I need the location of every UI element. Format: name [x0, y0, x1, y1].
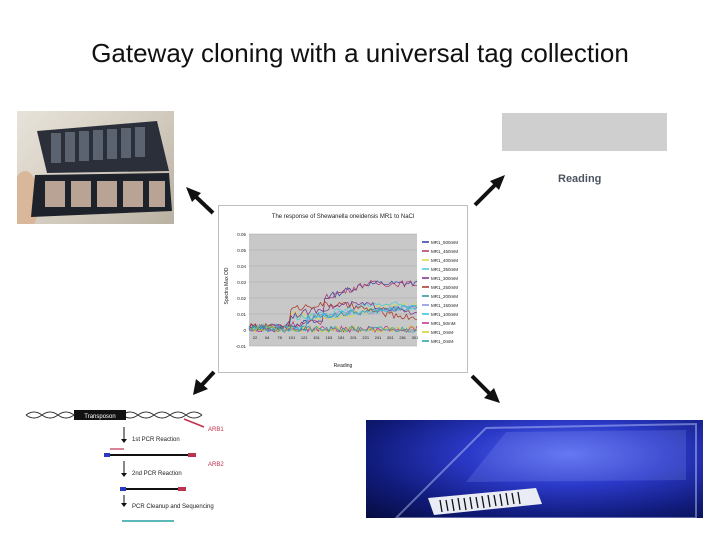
series-line [248, 301, 418, 331]
x-tick-label: 78 [277, 335, 282, 340]
legend-entry: MR1_50mM [431, 321, 456, 326]
protocol-diagram: Transposon ARB1 1st PCR Reaction ARB2 2n… [24, 405, 264, 527]
slide-title: Gateway cloning with a universal tag col… [91, 38, 629, 68]
legend-entry: MR1_0mM· [431, 339, 455, 344]
legend-entry: MR1_450mM [431, 249, 458, 254]
x-ticks: 22 64 78 101 121 151 163 181 201 221 241 261 281 301 [253, 335, 419, 340]
legend-entry: MR1_0mM· [431, 330, 455, 335]
x-tick-label: 163 [326, 335, 333, 340]
y-tick-label: 0.03 [237, 280, 246, 285]
gel-tray-photo [17, 111, 174, 224]
reading-label: Reading [558, 173, 602, 185]
legend-entry: MR1_400mM [431, 258, 458, 263]
chart-title: The response of Shewanella oneidensis MR… [272, 214, 414, 220]
y-tick-label: 0.06 [237, 232, 246, 237]
legend-entry: MR1_350mM [431, 267, 458, 272]
transposon-block [74, 410, 126, 420]
chart-xlabel: Reading [334, 363, 353, 369]
legend-entry: MR1_500mM [431, 240, 458, 245]
x-tick-label: 201 [350, 335, 357, 340]
gel-tray-illustration [17, 121, 172, 224]
series-line [248, 300, 418, 331]
y-tick-label: 0.04 [237, 264, 246, 269]
barcode [428, 488, 542, 515]
legend-entry: MR1_150mM [431, 303, 458, 308]
od-response-chart: The response of Shewanella oneidensis MR… [218, 205, 468, 373]
step3-label: PCR Cleanup and Sequencing [132, 504, 214, 510]
y-tick-label: -0.01 [236, 344, 247, 349]
step2-label: 2nd PCR Reaction [132, 471, 182, 477]
arrow-down-left [193, 370, 216, 395]
x-tick-label: 241 [375, 335, 382, 340]
reading-header-band [502, 113, 667, 151]
series-line [248, 280, 418, 331]
y-tick-label: 0.05 [237, 248, 246, 253]
x-tick-label: 221 [362, 335, 369, 340]
arrow-up-left [186, 187, 215, 215]
protocol-illustration: Transposon ARB1 1st PCR Reaction ARB2 2n… [25, 410, 224, 522]
arrow-up-right [473, 175, 505, 207]
x-tick-label: 121 [301, 335, 308, 340]
chart-ylabel: Spectra Max OD [224, 267, 230, 304]
series-lines [248, 280, 418, 334]
microarray-slide-photo [366, 420, 703, 518]
x-tick-label: 261 [387, 335, 394, 340]
arb2-label: ARB2 [208, 462, 224, 468]
legend-entry: MR1_250mM [431, 285, 458, 290]
y-tick-label: 0.02 [237, 296, 246, 301]
x-tick-label: 301 [412, 335, 419, 340]
legend-entry: MR1_300mM [431, 276, 458, 281]
reading-panel: Reading [502, 113, 667, 205]
chart-svg: The response of Shewanella oneidensis MR… [224, 214, 458, 369]
y-tick-label: 0.01 [237, 312, 246, 317]
y-ticks: 0.06 0.05 0.04 0.03 0.02 0.01 0 -0.01 [236, 232, 247, 349]
y-tick-label: 0 [243, 328, 246, 333]
transposon-label: Transposon [84, 414, 115, 420]
x-tick-label: 181 [338, 335, 345, 340]
x-tick-label: 101 [289, 335, 296, 340]
legend-entry: MR1_200mM [431, 294, 458, 299]
arrow-down-right [470, 374, 500, 403]
series-line [248, 325, 418, 333]
x-tick-label: 151 [313, 335, 320, 340]
x-tick-label: 22 [253, 335, 258, 340]
slide-illustration [394, 422, 697, 518]
chart-legend: MR1_500mM MR1_450mM MR1_400mM MR1_350mM MR1_… [422, 240, 458, 344]
x-tick-label: 281 [399, 335, 406, 340]
x-tick-label: 64 [265, 335, 270, 340]
arb1-label: ARB1 [208, 427, 224, 433]
series-line [248, 304, 418, 333]
step1-label: 1st PCR Reaction [132, 437, 180, 443]
legend-entry: MR1_100mM [431, 312, 458, 317]
